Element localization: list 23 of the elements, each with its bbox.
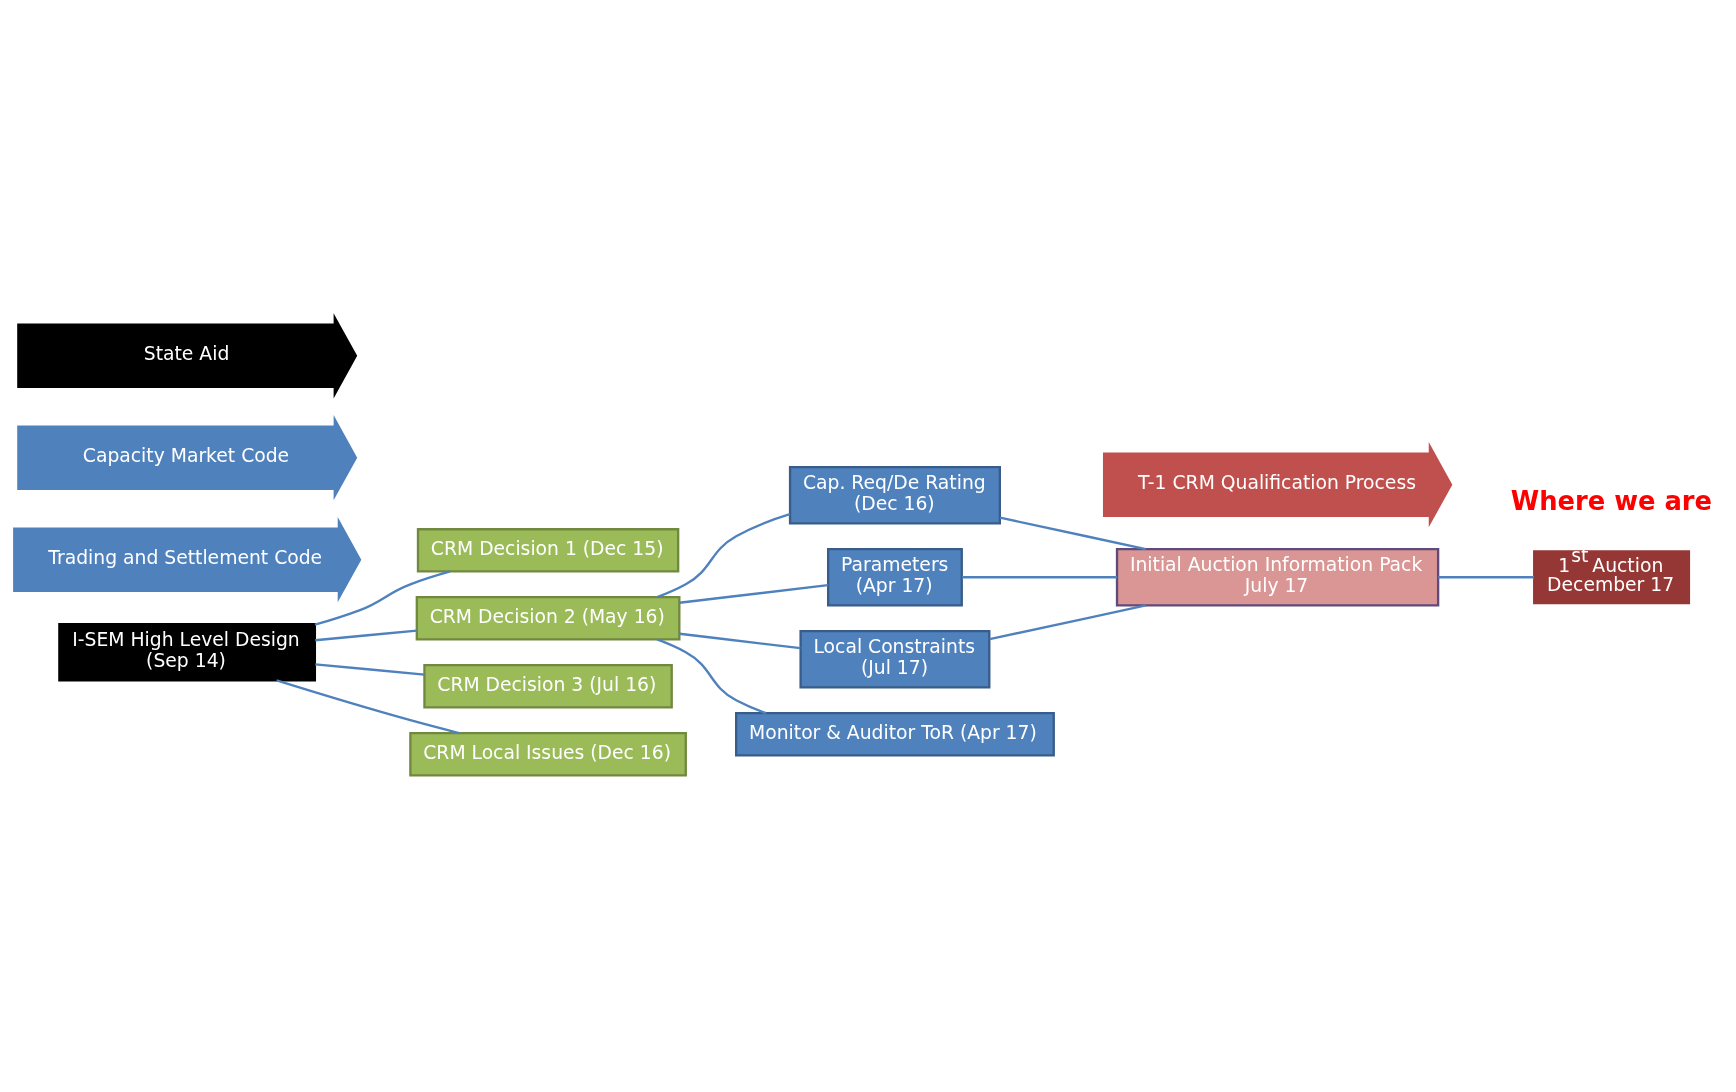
connector <box>1438 575 1534 578</box>
node-box: CRM Decision 3 (Jul 16) <box>423 663 673 708</box>
connector <box>989 603 1147 640</box>
connector <box>656 512 791 598</box>
node-box: Monitor & Auditor ToR (Apr 17) <box>735 711 1055 757</box>
connector <box>315 662 425 676</box>
node-box: Parameters (Apr 17) <box>827 547 963 607</box>
node-box: Cap. Req/De Rating (Dec 16) <box>788 465 1001 525</box>
connector <box>276 678 460 734</box>
node-box: I-SEM High Level Design (Sep 14) <box>58 622 317 682</box>
node-box: CRM Decision 1 (Dec 15) <box>416 527 680 573</box>
node-box: Local Constraints (Jul 17) <box>799 629 991 689</box>
connector <box>999 516 1146 550</box>
node-box: CRM Local Issues (Dec 16) <box>409 731 687 776</box>
connector <box>656 637 767 714</box>
connector <box>679 632 801 649</box>
node-box: CRM Decision 2 (May 16) <box>415 595 681 641</box>
connector <box>679 583 829 604</box>
node-box: Initial Auction Information Pack July 17 <box>1115 547 1440 607</box>
connector <box>314 569 451 626</box>
connector <box>315 628 417 641</box>
label: Where we are <box>1510 485 1712 516</box>
connector <box>961 575 1117 578</box>
